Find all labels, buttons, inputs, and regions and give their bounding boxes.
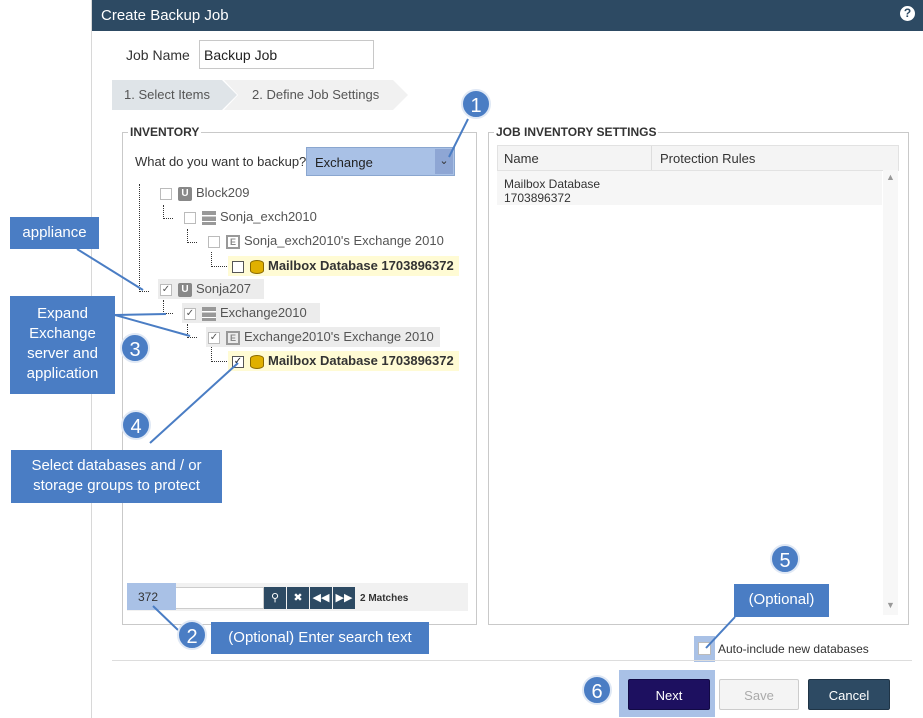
server-icon <box>202 306 216 321</box>
backup-type-select[interactable]: Exchange ⌄ <box>306 147 455 176</box>
tree-node-label: Exchange2010's Exchange 2010 <box>244 329 434 344</box>
scroll-up-icon[interactable]: ▲ <box>886 172 895 182</box>
callout-select-line: storage groups to protect <box>33 477 200 494</box>
tree-connector <box>187 324 197 338</box>
tree-connector <box>187 229 197 243</box>
column-divider <box>651 146 652 170</box>
next-button[interactable]: Next <box>628 679 710 710</box>
tree-checkbox[interactable] <box>232 260 244 273</box>
column-name[interactable]: Name <box>504 151 539 166</box>
callout-select-line: Select databases and / or <box>31 457 202 474</box>
tree-connector <box>139 184 149 292</box>
callout-number-2: 2 <box>177 620 207 650</box>
help-icon[interactable]: ? <box>900 6 915 21</box>
tree-checkbox[interactable]: ✓ <box>208 331 220 344</box>
tree-node-label: Exchange2010 <box>220 305 307 320</box>
backup-type-value: Exchange <box>315 155 373 170</box>
previous-match-icon[interactable]: ◀◀ <box>310 587 332 609</box>
auto-include-checkbox[interactable] <box>698 642 711 655</box>
tree-node-mailbox-db-1[interactable]: Mailbox Database 1703896372 <box>228 256 459 276</box>
appliance-icon: U <box>178 282 192 297</box>
table-row[interactable]: Mailbox Database 1703896372 <box>497 171 882 205</box>
callout-number-6: 6 <box>582 675 612 705</box>
tree-node-exchange2010[interactable]: ✓ Exchange2010 <box>182 303 320 323</box>
tree-node-sonja-exchange-app[interactable]: E Sonja_exch2010's Exchange 2010 <box>208 231 444 251</box>
callout-appliance: appliance <box>10 217 99 249</box>
tree-node-label: Mailbox Database 1703896372 <box>268 258 454 273</box>
callout-number-1: 1 <box>461 89 491 119</box>
tree-checkbox[interactable]: ✓ <box>160 283 172 296</box>
callout-expand-line: server and <box>27 345 98 362</box>
column-protection-rules[interactable]: Protection Rules <box>660 151 756 166</box>
callout-expand: Expand Exchange server and application <box>10 296 115 394</box>
chevron-down-icon[interactable]: ⌄ <box>435 149 453 174</box>
tree-node-label: Sonja_exch2010 <box>220 209 317 224</box>
row-name-line2: 1703896372 <box>504 191 571 205</box>
next-match-icon[interactable]: ▶▶ <box>333 587 355 609</box>
tree-node-sonja207[interactable]: ✓ U Sonja207 <box>158 279 264 299</box>
callout-select: Select databases and / or storage groups… <box>11 450 222 503</box>
step-define-settings[interactable]: 2. Define Job Settings <box>224 80 408 110</box>
exchange-icon: E <box>226 234 240 249</box>
row-name-line1: Mailbox Database <box>504 177 601 191</box>
tree-checkbox[interactable]: ✓ <box>232 355 244 368</box>
dialog-titlebar: Create Backup Job ? <box>92 0 923 31</box>
callout-number-3: 3 <box>120 333 150 363</box>
backup-question: What do you want to backup? <box>135 154 307 169</box>
tree-node-label: Sonja_exch2010's Exchange 2010 <box>244 233 444 248</box>
tree-connector <box>211 252 229 267</box>
tree-checkbox[interactable] <box>160 187 172 200</box>
tree-connector <box>163 205 173 219</box>
job-inventory-settings-panel: JOB INVENTORY SETTINGS <box>488 125 909 625</box>
appliance-icon: U <box>178 186 192 201</box>
divider <box>112 660 912 661</box>
tree-node-label: Block209 <box>196 185 250 200</box>
tree-node-label: Sonja207 <box>196 281 251 296</box>
auto-include-label: Auto-include new databases <box>718 642 869 656</box>
tree-checkbox[interactable] <box>184 211 196 224</box>
tree-node-block209[interactable]: U Block209 <box>160 183 249 203</box>
scroll-down-icon[interactable]: ▼ <box>886 600 895 610</box>
database-icon <box>250 259 264 274</box>
job-name-input[interactable] <box>199 40 374 69</box>
tree-node-sonja-exch2010[interactable]: Sonja_exch2010 <box>184 207 317 227</box>
search-matches: 2 Matches <box>360 593 409 604</box>
tree-checkbox[interactable]: ✓ <box>184 307 196 320</box>
database-icon <box>250 354 264 369</box>
callout-optional: (Optional) <box>734 584 829 617</box>
job-name-label: Job Name <box>126 47 190 63</box>
tree-node-label: Mailbox Database 1703896372 <box>268 353 454 368</box>
callout-number-5: 5 <box>770 544 800 574</box>
step-select-items[interactable]: 1. Select Items <box>112 80 237 110</box>
dialog-title: Create Backup Job <box>101 7 229 24</box>
callout-number-4: 4 <box>121 410 151 440</box>
save-button[interactable]: Save <box>719 679 799 710</box>
tree-checkbox[interactable] <box>208 235 220 248</box>
server-icon <box>202 210 216 225</box>
search-icon[interactable]: ⚲ <box>264 587 286 609</box>
callout-expand-line: application <box>26 365 99 382</box>
clear-icon[interactable]: ✖ <box>287 587 309 609</box>
scrollbar[interactable]: ▲ ▼ <box>883 170 898 615</box>
exchange-icon: E <box>226 330 240 345</box>
tree-connector <box>211 347 229 362</box>
settings-table-header: Name Protection Rules <box>497 145 899 171</box>
callout-expand-line: Exchange <box>29 325 96 342</box>
callout-expand-line: Expand <box>37 305 88 322</box>
cancel-button[interactable]: Cancel <box>808 679 890 710</box>
settings-legend: JOB INVENTORY SETTINGS <box>496 125 657 139</box>
tree-node-exchange2010-app[interactable]: ✓ E Exchange2010's Exchange 2010 <box>206 327 440 347</box>
inventory-legend: INVENTORY <box>130 125 200 139</box>
search-text: 372 <box>127 583 176 610</box>
tree-connector <box>163 300 173 314</box>
tree-node-mailbox-db-2[interactable]: ✓ Mailbox Database 1703896372 <box>228 351 459 371</box>
callout-optional-search: (Optional) Enter search text <box>211 622 429 654</box>
